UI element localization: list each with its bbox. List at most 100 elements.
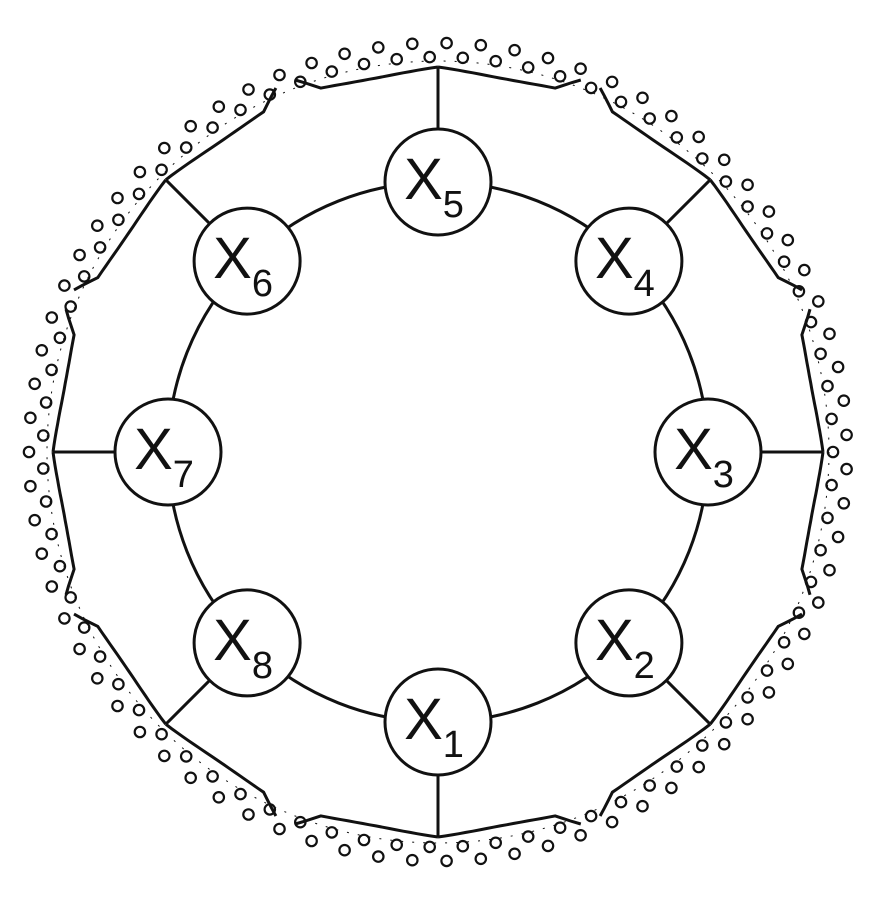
coil-loop — [423, 840, 436, 854]
coil-loop — [112, 213, 125, 227]
coil-loop — [760, 664, 774, 677]
coil-loop — [717, 737, 731, 751]
node-subscript: 8 — [252, 645, 273, 687]
coil-loop — [826, 445, 840, 459]
coil-loop — [508, 43, 521, 57]
outer-coil-ring — [22, 36, 853, 868]
coil-loop — [553, 821, 567, 834]
coil-loop — [39, 396, 53, 409]
coil-loop — [797, 263, 811, 277]
coil-loop — [35, 547, 49, 560]
coil-loop — [338, 47, 351, 61]
coil-loop — [440, 36, 453, 50]
node-label: X2 — [595, 608, 655, 687]
coil-loop — [541, 839, 555, 853]
node-x2: X2 — [574, 588, 684, 698]
coil-loop — [821, 511, 834, 525]
coil-loop — [614, 95, 628, 109]
spoke-line — [665, 178, 712, 225]
spoke-line — [665, 679, 712, 726]
coil-loop — [636, 91, 649, 105]
node-label: X7 — [134, 417, 194, 496]
coil-loop — [273, 68, 286, 82]
coil-loop — [814, 543, 827, 557]
coil-loop — [390, 52, 403, 66]
bridge-arc — [73, 178, 167, 292]
coil-loop — [811, 295, 825, 308]
node-circle — [574, 588, 684, 698]
coil-loop — [574, 828, 587, 842]
coil-loop — [242, 83, 255, 96]
coil-loop — [357, 833, 371, 847]
coil-loop — [206, 770, 219, 783]
coil-loop — [371, 41, 385, 54]
coil-loop — [53, 331, 67, 345]
node-x3: X3 — [653, 397, 763, 507]
node-letter: X — [134, 417, 173, 482]
coil-loop — [155, 163, 168, 177]
coil-loop — [91, 219, 104, 232]
node-label: X4 — [595, 226, 655, 305]
bridge-arc — [800, 308, 825, 453]
coil-loop — [179, 750, 193, 763]
coil-loop — [112, 677, 125, 691]
bridge-arc — [51, 451, 76, 596]
node-circle — [574, 206, 684, 316]
coil-loop — [508, 847, 521, 861]
bridge-arc — [294, 65, 439, 90]
node-x6: X6 — [192, 206, 302, 316]
coil-loop — [831, 530, 845, 544]
node-x7: X7 — [113, 397, 223, 507]
coil-loop — [212, 100, 226, 113]
coil-loop — [35, 343, 49, 357]
coil-loop — [111, 191, 124, 205]
coil-loop — [811, 596, 825, 609]
coil-loop — [132, 703, 146, 717]
coil-loop — [837, 394, 851, 407]
coil-loop — [605, 75, 619, 89]
coil-loop — [695, 739, 709, 752]
node-x1: X1 — [383, 667, 493, 777]
coil-loop — [22, 445, 36, 459]
coil-loop — [24, 479, 37, 493]
coil-loop — [234, 103, 247, 117]
coil-loop — [58, 279, 71, 292]
node-subscript: 6 — [252, 263, 273, 305]
node-subscript: 5 — [443, 184, 464, 226]
coil-loop — [474, 38, 488, 52]
coil-loop — [212, 790, 226, 804]
coil-loop — [717, 153, 731, 167]
coil-loop — [553, 70, 567, 83]
node-letter: X — [404, 687, 443, 752]
coil-loop — [762, 686, 776, 699]
coil-loop — [692, 130, 705, 144]
node-letter: X — [595, 226, 634, 291]
coil-loop — [741, 691, 754, 704]
coil-loop — [823, 327, 836, 341]
coil-loop — [338, 843, 351, 857]
bridge-arc — [437, 65, 582, 90]
coil-loop — [777, 635, 791, 649]
bridge-arc — [164, 87, 278, 181]
coil-loop — [305, 56, 318, 70]
coil-loop — [390, 838, 403, 852]
coil-loop — [762, 205, 776, 218]
coil-inner-edge — [46, 60, 830, 844]
coil-loop — [405, 853, 419, 867]
node-letter: X — [674, 417, 713, 482]
coil-loop — [184, 771, 197, 785]
bridge-arc — [51, 308, 76, 453]
coil-loop — [840, 462, 853, 476]
coil-loop — [77, 270, 91, 283]
coil-loop — [521, 61, 535, 74]
node-label: X6 — [213, 226, 273, 305]
coil-loop — [133, 725, 147, 739]
coil-loop — [474, 852, 488, 866]
bridge-arc — [598, 87, 712, 181]
coil-loop — [670, 760, 684, 773]
coil-loop — [440, 854, 453, 868]
radial-connectors — [53, 67, 823, 837]
node-letter: X — [213, 226, 252, 291]
coil-loop — [234, 787, 247, 801]
coil-loop — [371, 850, 385, 863]
